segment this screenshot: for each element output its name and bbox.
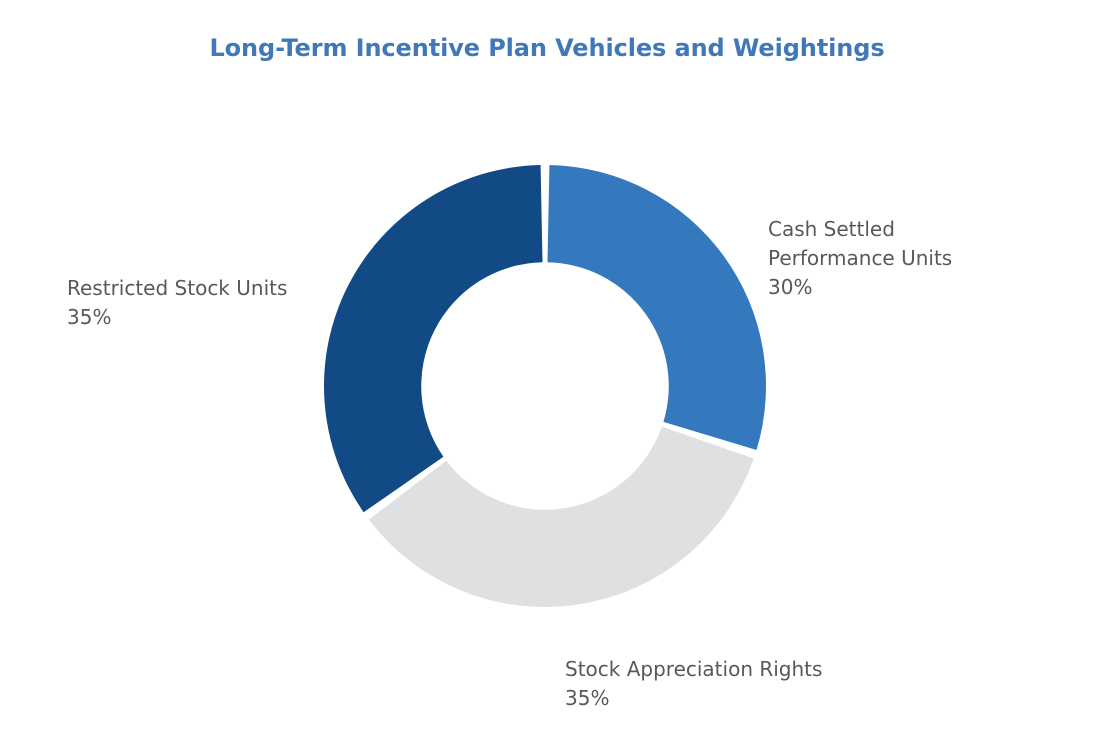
donut-svg (323, 165, 766, 607)
slice-label-stock-appreciation-rights: Stock Appreciation Rights 35% (565, 626, 965, 742)
slice-label-name: Cash Settled Performance Units (768, 217, 953, 270)
slice-restricted-stock-units[interactable] (323, 165, 543, 513)
slice-label-percent: 30% (768, 275, 813, 299)
donut-chart (323, 165, 766, 607)
slice-label-restricted-stock-units: Restricted Stock Units 35% (67, 245, 367, 361)
chart-title: Long-Term Incentive Plan Vehicles and We… (209, 34, 885, 62)
slice-label-percent: 35% (67, 305, 112, 329)
slice-label-cash-settled-performance-units: Cash Settled Performance Units 30% (768, 186, 1068, 331)
slice-label-name: Restricted Stock Units (67, 276, 288, 300)
slice-label-percent: 35% (565, 686, 610, 710)
slice-stock-appreciation-rights[interactable] (368, 426, 754, 607)
slice-label-name: Stock Appreciation Rights (565, 657, 823, 681)
slice-cash-settled-performance-units[interactable] (547, 165, 766, 451)
donut-slices (323, 165, 766, 607)
chart-canvas: Long-Term Incentive Plan Vehicles and We… (67, 34, 1068, 710)
